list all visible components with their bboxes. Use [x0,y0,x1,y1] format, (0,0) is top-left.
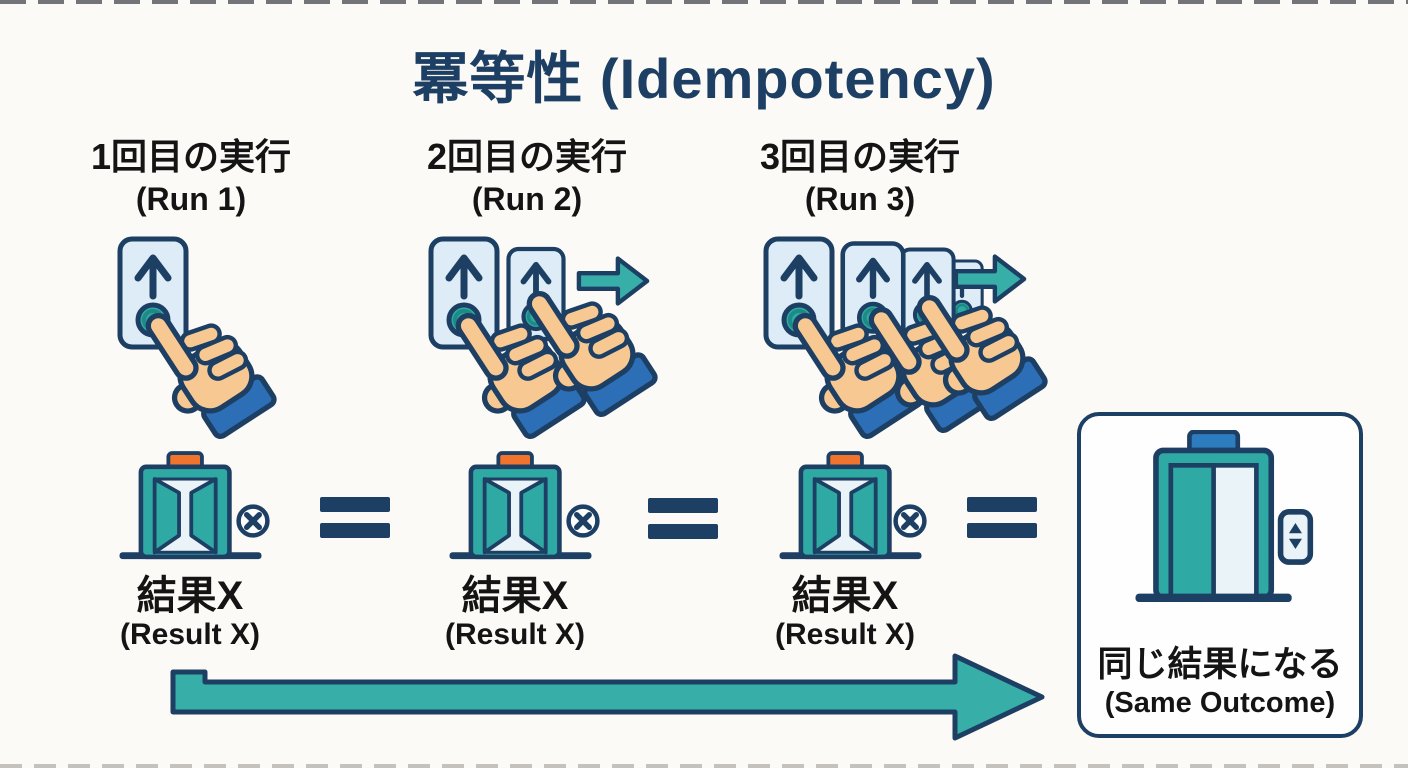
same-outcome-label: 同じ結果になる (Same Outcome) [1081,644,1359,720]
run1-heading-en: (Run 1) [135,181,247,217]
circled-x-icon [235,503,271,539]
circled-x-icon [892,503,928,539]
equals-icon [648,498,718,539]
run3-heading-jp: 3回目の実行 [759,136,961,177]
circled-x-icon [565,503,601,539]
run2-heading-en: (Run 2) [471,181,583,217]
run1-header: 1回目の実行 (Run 1) [41,134,341,218]
run3-heading-en: (Run 3) [804,181,916,217]
equals-icon [967,497,1037,538]
result1-label: 結果X (Result X) [70,574,310,652]
result2-jp: 結果X [461,574,569,618]
result2-en: (Result X) [444,618,585,651]
same-outcome-en: (Same Outcome) [1104,687,1336,719]
run2-heading-jp: 2回目の実行 [426,136,628,177]
same-outcome-arrow-icon [170,653,1045,741]
equals-icon [320,497,390,538]
run1-heading-jp: 1回目の実行 [90,136,292,177]
result1-en: (Result X) [119,618,260,651]
result3-label: 結果X (Result X) [725,574,965,652]
result3-jp: 結果X [791,574,899,618]
run3-header: 3回目の実行 (Run 3) [710,134,1010,218]
right-arrow-icon [952,250,1028,308]
result2-label: 結果X (Result X) [395,574,635,652]
bottom-edge-artifact [0,764,1408,768]
top-edge-artifact [0,0,1408,4]
right-arrow-icon [575,252,651,310]
pressing-hand-icon [142,292,292,465]
same-outcome-jp: 同じ結果になる [1097,645,1343,684]
page-title: 冪等性 (Idempotency) [412,47,996,110]
same-outcome-box: 同じ結果になる (Same Outcome) [1077,412,1363,738]
run2-header: 2回目の実行 (Run 2) [377,134,677,218]
result3-en: (Result X) [774,618,915,651]
elevator-closed-icon [1115,430,1315,616]
result1-jp: 結果X [136,574,244,618]
